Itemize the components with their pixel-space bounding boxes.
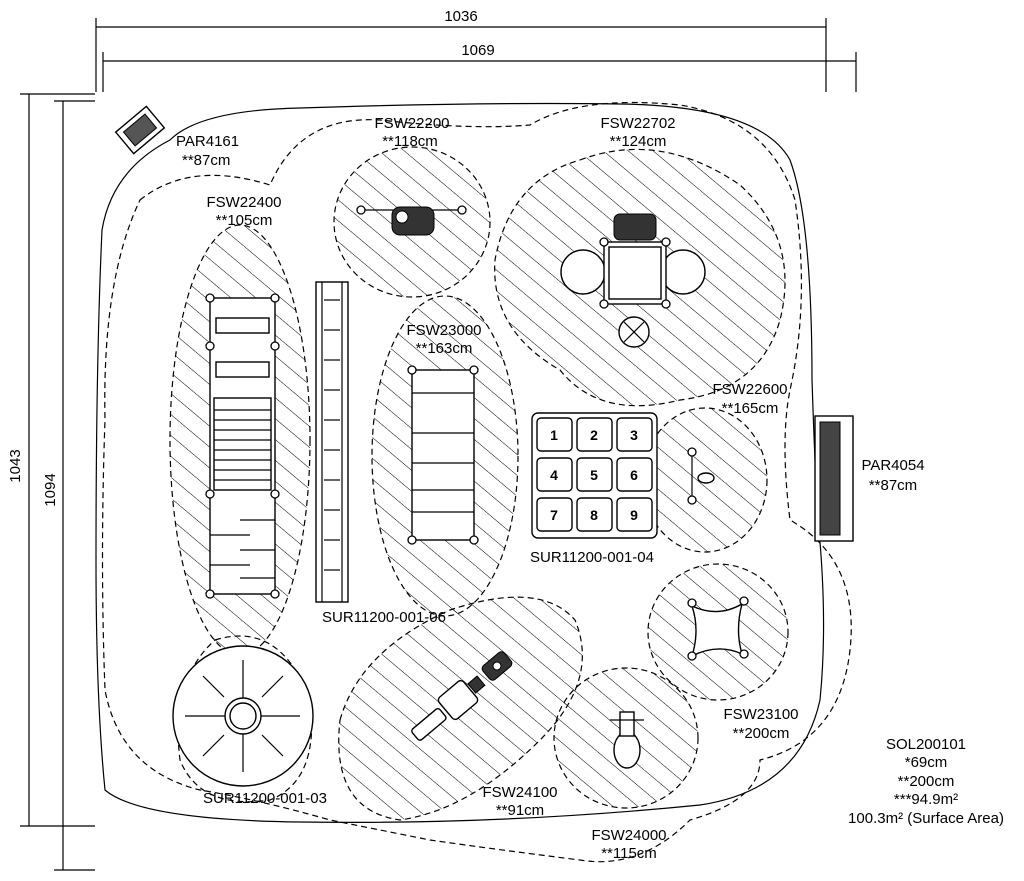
fall-zones-outline [101, 101, 852, 863]
label-fsw23000-height: **163cm [416, 340, 473, 357]
label-fsw24000-height: **115cm [601, 845, 657, 862]
post-fsw22600 [687, 447, 715, 505]
label-par4054-height: **87cm [869, 477, 917, 494]
circular-pad-sur03 [172, 645, 314, 787]
swing-fsw23100 [687, 596, 749, 661]
hopscotch-number-1: 1 [550, 427, 558, 443]
bench-par4054 [814, 415, 854, 542]
label-fsw22600-height: **165cm [722, 400, 779, 417]
surface-boundary [95, 102, 825, 823]
label-fsw22600-code: FSW22600 [712, 381, 787, 398]
summary-code: SOL200101 [886, 736, 966, 753]
label-fsw22400-code: FSW22400 [206, 194, 281, 211]
hopscotch-number-8: 8 [590, 507, 598, 523]
label-fsw22702-code: FSW22702 [600, 115, 675, 132]
label-fsw23000-code: FSW23000 [406, 322, 481, 339]
dimension-height-inner: 1094 [42, 473, 59, 506]
label-fsw24100-code: FSW24100 [482, 784, 557, 801]
hopscotch-number-5: 5 [590, 467, 598, 483]
dimension-width-inner: 1069 [461, 42, 494, 59]
hopscotch-number-7: 7 [550, 507, 558, 523]
label-par4161-code: PAR4161 [176, 133, 239, 150]
dimension-lines [20, 18, 857, 871]
label-sur03-code: SUR11200-001-03 [203, 790, 327, 807]
summary-line2: **200cm [898, 773, 955, 790]
bench-par4161 [114, 105, 166, 155]
dimension-height-outer: 1043 [7, 449, 24, 482]
seesaw-fsw24100 [411, 651, 513, 741]
label-par4054-code: PAR4054 [861, 457, 924, 474]
summary-line4: 100.3m² (Surface Area) [848, 810, 1004, 827]
tower-fsw22702 [560, 213, 706, 348]
label-fsw22702-height: **124cm [610, 133, 667, 150]
summary-line1: *69cm [905, 754, 948, 771]
label-fsw23100-height: **200cm [733, 725, 790, 742]
hopscotch-number-2: 2 [590, 427, 598, 443]
summary-line3: ***94.9m² [894, 791, 958, 808]
hopscotch-number-4: 4 [550, 467, 558, 483]
label-fsw24000-code: FSW24000 [591, 827, 666, 844]
ladder-strip-sur06 [315, 281, 349, 603]
hopscotch-sur04 [531, 412, 658, 539]
climber-fsw23000 [407, 365, 479, 545]
hopscotch-number-9: 9 [630, 507, 638, 523]
label-sur06-code: SUR11200-001-06 [322, 609, 446, 626]
label-fsw22200-code: FSW22200 [374, 115, 449, 132]
hopscotch-number-3: 3 [630, 427, 638, 443]
label-fsw24100-height: **91cm [496, 802, 544, 819]
label-fsw22200-height: **118cm [382, 133, 438, 150]
rocker-fsw22200 [356, 205, 467, 236]
label-fsw22400-height: **105cm [216, 212, 273, 229]
label-sur04-code: SUR11200-001-04 [530, 549, 654, 566]
label-par4161-height: **87cm [182, 152, 230, 169]
hopscotch-number-6: 6 [630, 467, 638, 483]
climbing-frame-fsw22400 [205, 293, 280, 599]
spinner-fsw24000 [610, 711, 644, 769]
label-fsw23100-code: FSW23100 [723, 706, 798, 723]
dimension-width-top: 1036 [444, 8, 477, 25]
